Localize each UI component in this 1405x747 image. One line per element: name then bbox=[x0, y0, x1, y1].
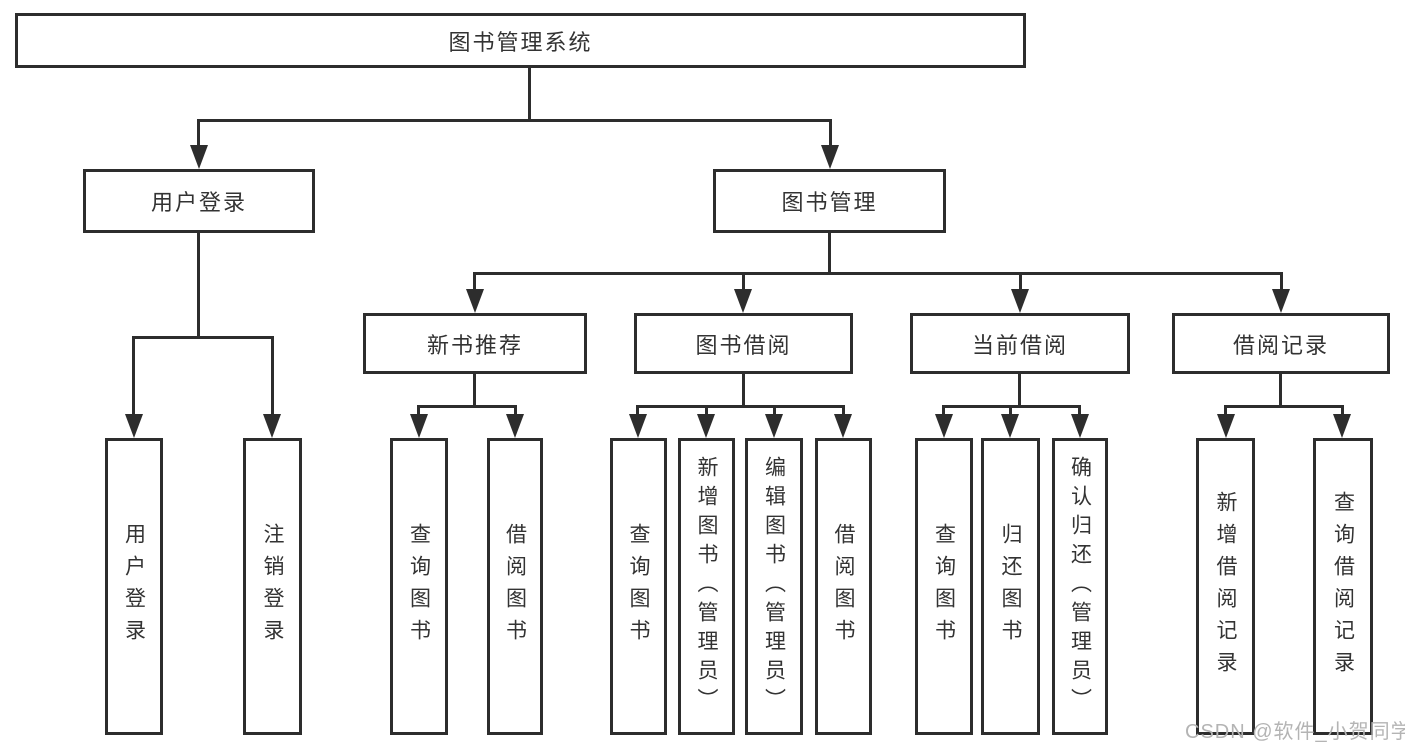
connector-line bbox=[132, 336, 135, 418]
arrow-down-icon bbox=[697, 414, 715, 438]
node-book-borrow: 图书借阅 bbox=[634, 313, 853, 374]
leaf-borrow-edit-book-admin-label: 编辑图书（管理员） bbox=[762, 456, 786, 717]
leaf-borrow-borrow-book: 借阅图书 bbox=[815, 438, 872, 735]
leaf-current-confirm-return-admin-label: 确认归还（管理员） bbox=[1068, 456, 1092, 717]
connector-line bbox=[197, 233, 200, 339]
leaf-borrow-edit-book-admin: 编辑图书（管理员） bbox=[745, 438, 803, 735]
node-book-management: 图书管理 bbox=[713, 169, 946, 233]
node-user-login-label: 用户登录 bbox=[150, 190, 247, 215]
arrow-down-icon bbox=[765, 414, 783, 438]
leaf-user-logout: 注销登录 bbox=[243, 438, 302, 735]
connector-line bbox=[197, 119, 831, 122]
connector-line bbox=[528, 68, 531, 122]
arrow-down-icon bbox=[734, 289, 752, 313]
leaf-records-add-record-label: 新增借阅记录 bbox=[1214, 490, 1237, 683]
connector-line bbox=[1009, 405, 1012, 420]
node-root: 图书管理系统 bbox=[15, 13, 1026, 68]
connector-line bbox=[197, 119, 200, 149]
leaf-records-query-record: 查询借阅记录 bbox=[1313, 438, 1373, 735]
connector-line bbox=[417, 405, 420, 420]
leaf-current-query-book: 查询图书 bbox=[915, 438, 973, 735]
connector-line bbox=[473, 272, 1283, 275]
leaf-current-return-book: 归还图书 bbox=[981, 438, 1040, 735]
arrow-down-icon bbox=[1272, 289, 1290, 313]
arrow-down-icon bbox=[506, 414, 524, 438]
leaf-recommend-query-book: 查询图书 bbox=[390, 438, 448, 735]
leaf-user-login: 用户登录 bbox=[105, 438, 163, 735]
arrow-down-icon bbox=[935, 414, 953, 438]
connector-line bbox=[742, 374, 745, 408]
connector-line bbox=[942, 405, 945, 420]
node-root-label: 图书管理系统 bbox=[448, 29, 593, 55]
connector-line bbox=[473, 272, 476, 292]
node-borrow-records-label: 借阅记录 bbox=[1232, 332, 1329, 358]
connector-line bbox=[132, 336, 274, 339]
arrow-down-icon bbox=[834, 414, 852, 438]
leaf-records-add-record: 新增借阅记录 bbox=[1196, 438, 1255, 735]
connector-line bbox=[514, 405, 517, 420]
connector-line bbox=[636, 405, 639, 420]
leaf-user-logout-label: 注销登录 bbox=[261, 522, 284, 651]
leaf-recommend-borrow-book: 借阅图书 bbox=[487, 438, 543, 735]
node-current-borrow-label: 当前借阅 bbox=[971, 332, 1068, 358]
arrow-down-icon bbox=[190, 145, 208, 169]
arrow-down-icon bbox=[1333, 414, 1351, 438]
node-new-book-recommend: 新书推荐 bbox=[363, 313, 587, 374]
leaf-borrow-query-book-label: 查询图书 bbox=[627, 522, 650, 651]
leaf-current-confirm-return-admin: 确认归还（管理员） bbox=[1052, 438, 1108, 735]
arrow-down-icon bbox=[1001, 414, 1019, 438]
leaf-recommend-borrow-book-label: 借阅图书 bbox=[503, 522, 527, 651]
connector-line bbox=[1018, 374, 1021, 408]
arrow-down-icon bbox=[410, 414, 428, 438]
node-current-borrow: 当前借阅 bbox=[910, 313, 1130, 374]
leaf-records-query-record-label: 查询借阅记录 bbox=[1331, 490, 1355, 683]
connector-line bbox=[636, 405, 845, 408]
csdn-watermark: CSDN @软件_小贺同学 bbox=[1185, 721, 1405, 743]
connector-line bbox=[1019, 272, 1022, 292]
connector-line bbox=[473, 374, 476, 408]
connector-line bbox=[1078, 405, 1081, 420]
arrow-down-icon bbox=[821, 145, 839, 169]
arrow-down-icon bbox=[629, 414, 647, 438]
leaf-borrow-add-book-admin-label: 新增图书（管理员） bbox=[695, 456, 718, 717]
connector-line bbox=[1224, 405, 1227, 420]
connector-line bbox=[1224, 405, 1344, 408]
connector-line bbox=[271, 336, 274, 418]
arrow-down-icon bbox=[466, 289, 484, 313]
leaf-current-return-book-label: 归还图书 bbox=[999, 522, 1022, 651]
connector-line bbox=[1279, 374, 1282, 408]
node-book-management-label: 图书管理 bbox=[781, 190, 878, 215]
leaf-borrow-add-book-admin: 新增图书（管理员） bbox=[678, 438, 735, 735]
arrow-down-icon bbox=[125, 414, 143, 438]
node-book-borrow-label: 图书借阅 bbox=[695, 332, 792, 358]
connector-line bbox=[742, 272, 745, 292]
connector-line bbox=[705, 405, 708, 420]
arrow-down-icon bbox=[1071, 414, 1089, 438]
leaf-current-query-book-label: 查询图书 bbox=[932, 522, 956, 651]
leaf-borrow-query-book: 查询图书 bbox=[610, 438, 667, 735]
connector-line bbox=[829, 119, 832, 149]
leaf-user-login-label: 用户登录 bbox=[122, 522, 146, 651]
connector-line bbox=[773, 405, 776, 420]
connector-line bbox=[1341, 405, 1344, 420]
node-new-book-recommend-label: 新书推荐 bbox=[426, 332, 523, 358]
leaf-recommend-query-book-label: 查询图书 bbox=[407, 522, 431, 651]
leaf-borrow-borrow-book-label: 借阅图书 bbox=[832, 522, 855, 651]
arrow-down-icon bbox=[1011, 289, 1029, 313]
connector-line bbox=[417, 405, 517, 408]
arrow-down-icon bbox=[263, 414, 281, 438]
node-user-login: 用户登录 bbox=[83, 169, 315, 233]
connector-line bbox=[1280, 272, 1283, 292]
connector-line bbox=[828, 233, 831, 275]
connector-line bbox=[842, 405, 845, 420]
arrow-down-icon bbox=[1217, 414, 1235, 438]
node-borrow-records: 借阅记录 bbox=[1172, 313, 1390, 374]
